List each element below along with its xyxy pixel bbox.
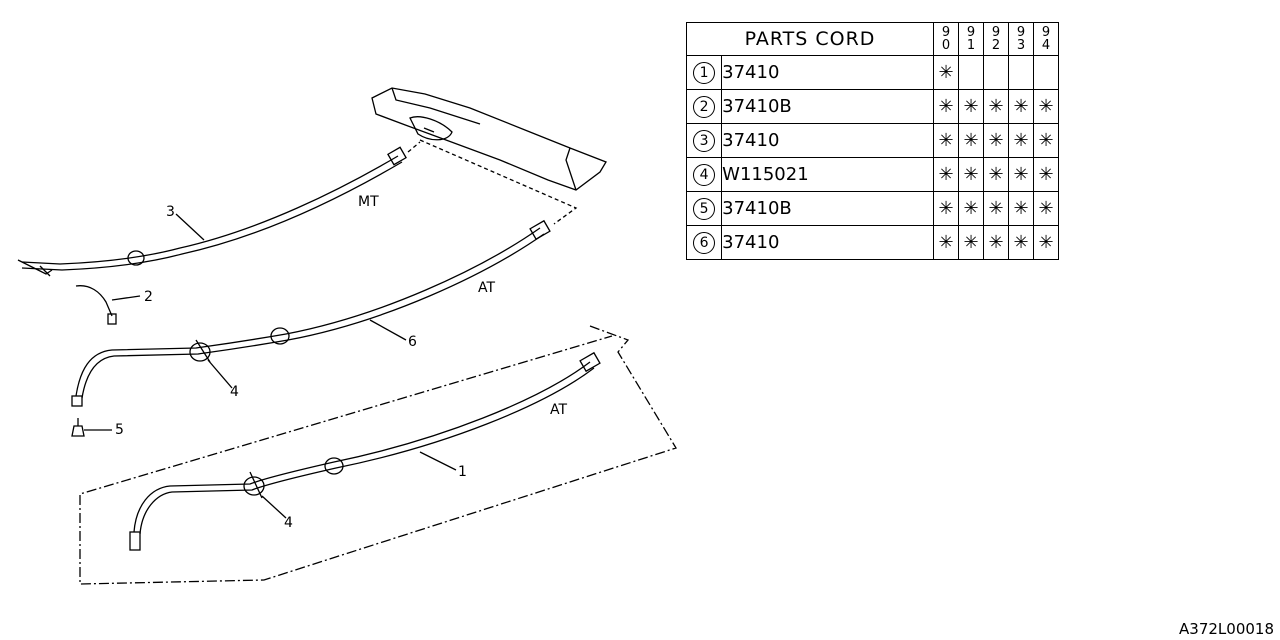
mark: ✳ bbox=[958, 123, 984, 158]
mark: ✳ bbox=[958, 191, 984, 226]
mark: ✳ bbox=[983, 191, 1009, 226]
kit-outline bbox=[79, 325, 677, 585]
mark: ✳ bbox=[1008, 225, 1034, 260]
table-row: 4 W115021 ✳ ✳ ✳ ✳ ✳ bbox=[685, 157, 1059, 192]
mark: ✳ bbox=[933, 89, 959, 124]
callout-2: 2 bbox=[144, 289, 153, 305]
mark: ✳ bbox=[1033, 123, 1059, 158]
row-number: 2 bbox=[693, 96, 716, 118]
callout-1: 1 bbox=[458, 464, 467, 480]
part-code: 37410 bbox=[721, 55, 934, 90]
table-row: 3 37410 ✳ ✳ ✳ ✳ ✳ bbox=[685, 123, 1059, 158]
mark: ✳ bbox=[958, 157, 984, 192]
label-mt: MT bbox=[358, 194, 379, 210]
leader-2 bbox=[111, 295, 141, 301]
part-code: 37410 bbox=[721, 123, 934, 158]
mark: ✳ bbox=[1033, 89, 1059, 124]
cable-at-upper bbox=[71, 219, 551, 407]
mark: ✳ bbox=[933, 157, 959, 192]
leader-4-lower bbox=[261, 495, 287, 519]
leader-dash-at bbox=[419, 139, 578, 225]
callout-5: 5 bbox=[115, 422, 124, 438]
mark bbox=[1033, 55, 1059, 90]
mark: ✳ bbox=[958, 89, 984, 124]
mark: ✳ bbox=[983, 123, 1009, 158]
callout-4-upper: 4 bbox=[230, 384, 239, 400]
mark: ✳ bbox=[983, 157, 1009, 192]
table-row: 1 37410 ✳ bbox=[685, 55, 1059, 90]
label-at-upper: AT bbox=[478, 280, 495, 296]
mark: ✳ bbox=[1008, 157, 1034, 192]
mark: ✳ bbox=[1033, 191, 1059, 226]
cable-mt bbox=[17, 146, 407, 277]
mark: ✳ bbox=[958, 225, 984, 260]
parts-table-title: PARTS CORD bbox=[686, 22, 934, 56]
row-number: 6 bbox=[693, 232, 716, 254]
parts-diagram: MT AT AT 3 2 6 4 5 1 4 bbox=[17, 87, 677, 585]
mark: ✳ bbox=[983, 89, 1009, 124]
callout-3: 3 bbox=[166, 204, 175, 220]
mark: ✳ bbox=[933, 123, 959, 158]
mark: ✳ bbox=[1008, 123, 1034, 158]
row-number: 1 bbox=[693, 62, 716, 84]
mark: ✳ bbox=[933, 191, 959, 226]
grommet-part-5 bbox=[71, 418, 85, 437]
table-row: 5 37410B ✳ ✳ ✳ ✳ ✳ bbox=[685, 191, 1059, 226]
mark: ✳ bbox=[1033, 225, 1059, 260]
part-code: 37410B bbox=[721, 89, 934, 124]
table-row: 6 37410 ✳ ✳ ✳ ✳ ✳ bbox=[685, 225, 1059, 260]
leader-6 bbox=[369, 319, 407, 341]
cable-part-2 bbox=[75, 285, 117, 325]
leader-1 bbox=[419, 451, 457, 471]
row-number: 4 bbox=[693, 164, 716, 186]
row-number: 3 bbox=[693, 130, 716, 152]
mark: ✳ bbox=[1008, 89, 1034, 124]
part-code: 37410 bbox=[721, 225, 934, 260]
callout-6: 6 bbox=[408, 334, 417, 350]
mark: ✳ bbox=[1008, 191, 1034, 226]
mark bbox=[958, 55, 984, 90]
leader-4-upper bbox=[207, 359, 233, 389]
mark: ✳ bbox=[933, 225, 959, 260]
part-code: W115021 bbox=[721, 157, 934, 192]
leader-3 bbox=[175, 213, 205, 241]
mark: ✳ bbox=[1033, 157, 1059, 192]
table-row: 2 37410B ✳ ✳ ✳ ✳ ✳ bbox=[685, 89, 1059, 124]
label-at-lower: AT bbox=[550, 402, 567, 418]
mark bbox=[1008, 55, 1034, 90]
mark: ✳ bbox=[933, 55, 959, 90]
row-number: 5 bbox=[693, 198, 716, 220]
figure-code: A372L00018 bbox=[1179, 620, 1274, 638]
mark bbox=[983, 55, 1009, 90]
mark: ✳ bbox=[983, 225, 1009, 260]
transmission-housing bbox=[371, 87, 607, 191]
callout-4-lower: 4 bbox=[284, 515, 293, 531]
part-code: 37410B bbox=[721, 191, 934, 226]
cable-at-lower bbox=[129, 351, 601, 551]
